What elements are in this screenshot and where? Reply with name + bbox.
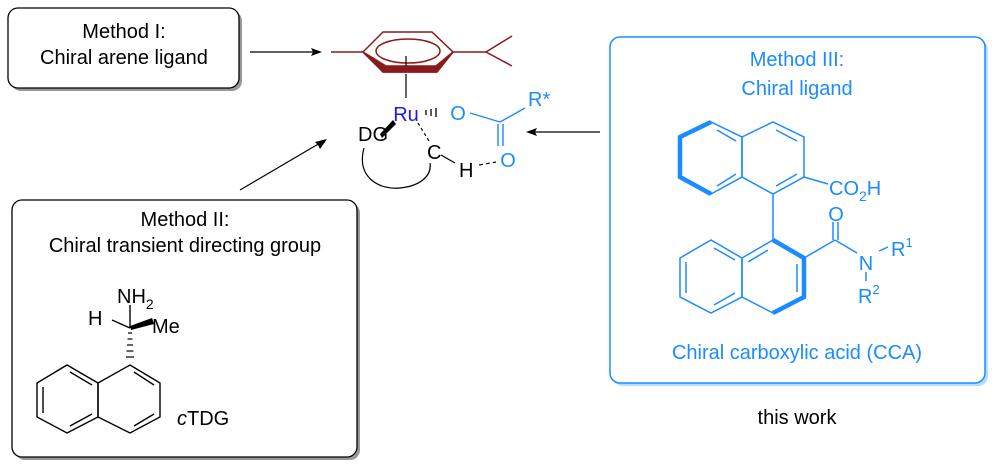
- wedge-bond: [130, 318, 154, 330]
- method-1-title: Method I:: [82, 21, 165, 43]
- carboxylate-bonds: [469, 107, 526, 146]
- method-2-title: Method II:: [141, 209, 230, 231]
- co2h-label: CO2H: [829, 178, 881, 204]
- c-label: C: [427, 142, 441, 164]
- carbonyl-o-label: O: [500, 150, 516, 172]
- this-work-label: this work: [758, 407, 838, 429]
- method-1-box: Method I: Chiral arene ligand: [7, 7, 242, 91]
- method-2-box: Method II: Chiral transient directing gr…: [11, 199, 360, 460]
- me-label: Me: [152, 316, 180, 338]
- r2-label: R2: [858, 282, 880, 308]
- carboxylate-o-label: O: [450, 103, 466, 125]
- arrowhead-icon: [526, 128, 537, 136]
- dg-wedge-bond: [380, 120, 396, 138]
- arrowhead-icon: [311, 48, 322, 56]
- arrowhead-icon: [315, 139, 327, 149]
- h-label: H: [88, 308, 102, 330]
- ctdg-structure: [36, 305, 161, 434]
- hashed-bond: [126, 332, 134, 358]
- arrow-method-2: [239, 142, 321, 191]
- amide-o-label: O: [828, 204, 844, 226]
- dg-label: DG: [358, 124, 388, 146]
- method-3-title: Method III:: [750, 49, 845, 71]
- ru-label: Ru: [393, 104, 419, 126]
- method-2-subtitle: Chiral transient directing group: [49, 235, 321, 257]
- method-1-subtitle: Chiral arene ligand: [40, 47, 208, 69]
- method-3-box: Method III: Chiral ligand CO2H O N R1 R2…: [609, 36, 988, 386]
- arrows: [239, 51, 600, 191]
- h-label: H: [459, 160, 473, 182]
- cca-caption: Chiral carboxylic acid (CCA): [672, 342, 922, 364]
- ctdg-label: cTDG: [177, 408, 229, 430]
- amide-n-label: N: [859, 253, 873, 275]
- ru-o-dashed-bond: [425, 108, 437, 117]
- r1-label: R1: [891, 235, 913, 261]
- arene-ligand: [331, 31, 513, 73]
- rstar-label: R*: [528, 89, 550, 111]
- method-3-subtitle: Chiral ligand: [741, 78, 852, 100]
- nh2-label: NH2: [117, 286, 154, 312]
- complex-bonds: [361, 56, 497, 189]
- cca-structure: [677, 119, 889, 315]
